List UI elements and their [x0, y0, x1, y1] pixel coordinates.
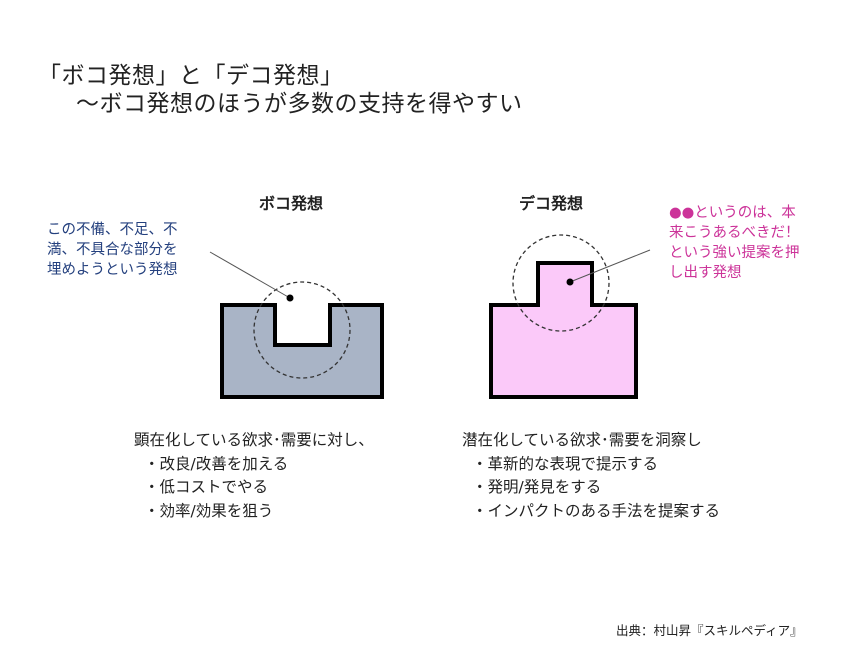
deko-item: ・発明/発見をする [472, 478, 602, 496]
boko-description: 顕在化している欲求･需要に対し、 [134, 431, 374, 449]
boko-item: ・効率/効果を狙う [144, 501, 274, 520]
boko-focus-circle [253, 281, 351, 379]
slide-title-line1: 「ボコ発想」と「デコ発想」 [38, 63, 344, 89]
deko-item: ・インパクトのある手法を提案する [472, 501, 721, 520]
deko-label: デコ発想 [519, 194, 584, 213]
deko-description: 潜在化している欲求･需要を洞察し [462, 431, 702, 449]
boko-note-line: 埋めようという発想 [47, 262, 178, 278]
deko-shape [489, 261, 638, 399]
deko-item: ・革新的な表現で提示する [472, 454, 659, 473]
boko-note: この不備、不足、不 満、不具合な部分を 埋めようという発想 [47, 220, 178, 280]
boko-item: ・改良/改善を加える [144, 454, 289, 473]
boko-label: ボコ発想 [259, 194, 324, 213]
deko-note-line: という強い提案を押 [669, 245, 800, 261]
boko-item: ・低コストでやる [144, 478, 269, 496]
boko-note-line: この不備、不足、不 [47, 222, 178, 238]
boko-leader-dot [286, 294, 294, 302]
source-citation: 出典：村山昇『スキルペディア』 [616, 623, 803, 638]
deko-note: ●●というのは、本 来こうあるべきだ！ という強い提案を押 し出す発想 [669, 203, 800, 283]
deko-note-line: ●●というのは、本 [669, 205, 796, 221]
boko-description-list: 顕在化している欲求･需要に対し、 ・改良/改善を加える ・低コストでやる ・効率… [134, 429, 374, 523]
deko-note-line: 来こうあるべきだ！ [669, 225, 800, 241]
boko-shape [220, 303, 384, 399]
deko-leader-line [569, 249, 651, 283]
slide-title-line2: ～ボコ発想のほうが多数の支持を得やすい [76, 91, 523, 117]
deko-note-line: し出す発想 [669, 265, 742, 281]
deko-focus-circle [512, 234, 610, 332]
deko-leader-dot [566, 278, 574, 286]
boko-note-line: 満、不具合な部分を [47, 242, 178, 258]
boko-leader-line [209, 251, 291, 299]
deko-description-list: 潜在化している欲求･需要を洞察し ・革新的な表現で提示する ・発明/発見をする … [462, 429, 720, 523]
